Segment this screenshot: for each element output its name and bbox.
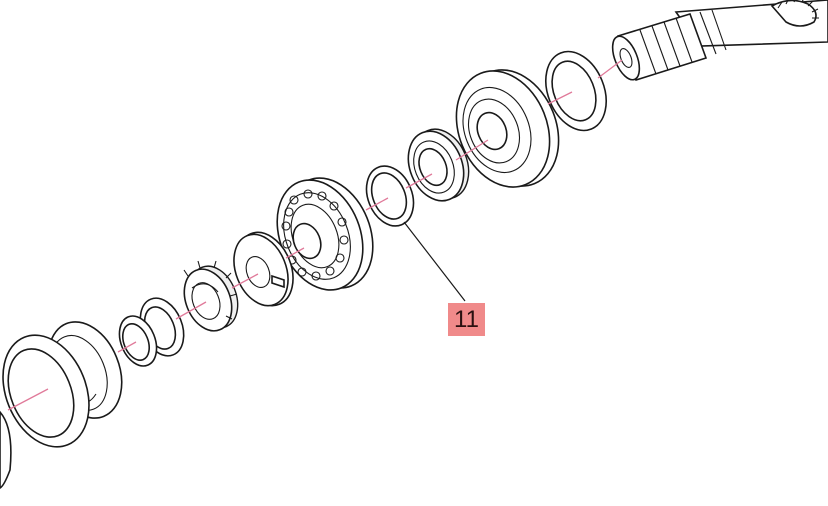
callout-label-11[interactable]: 11 [448, 303, 485, 336]
roller-bearing[interactable] [262, 165, 389, 303]
splined-shaft[interactable] [607, 0, 828, 83]
slotted-nut[interactable] [176, 259, 247, 338]
callout-leader-line [403, 221, 466, 302]
thrust-washer[interactable] [535, 42, 618, 139]
partial-part-left-edge [0, 410, 12, 489]
threaded-collar[interactable] [398, 121, 478, 209]
ball-bearing-large[interactable] [440, 56, 576, 201]
tab-lock-washer[interactable] [224, 224, 303, 314]
center-axis [7, 59, 623, 411]
snap-ring-part-11[interactable] [358, 159, 422, 233]
